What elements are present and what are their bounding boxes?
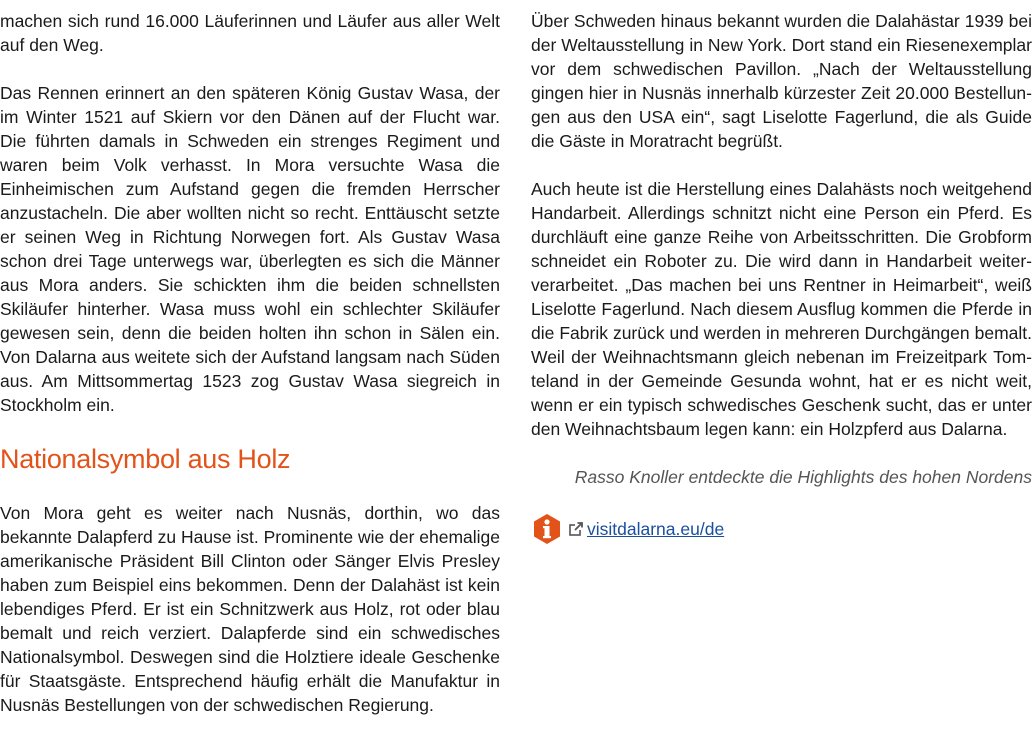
info-link-row: visitdalarna.eu/de: [531, 511, 1032, 547]
author-credit: Rasso Knoller entdeckte die Highlights d…: [574, 467, 1032, 487]
info-icon: [531, 513, 563, 545]
paragraph-wasa-history: Das Rennen erinnert an den späteren Köni…: [0, 83, 500, 415]
paragraph-handcraft: Auch heute ist die Herstellung eines Dal…: [531, 179, 1032, 439]
paragraph-marathon: machen sich rund 16.000 Läuferinnen und …: [0, 11, 500, 55]
visitdalarna-link[interactable]: visitdalarna.eu/de: [587, 519, 725, 539]
paragraph-dalapferd: Von Mora geht es weiter nach Nusnäs, dor…: [0, 503, 501, 715]
external-link-icon: [569, 522, 583, 536]
paragraph-world-fair: Über Schweden hinaus bekannt wurden die …: [531, 11, 1032, 151]
section-heading: Nationalsymbol aus Holz: [0, 444, 291, 474]
left-column: machen sich rund 16.000 Läuferinnen und …: [0, 9, 500, 717]
right-column: Über Schweden hinaus bekannt wurden die …: [531, 9, 1032, 547]
